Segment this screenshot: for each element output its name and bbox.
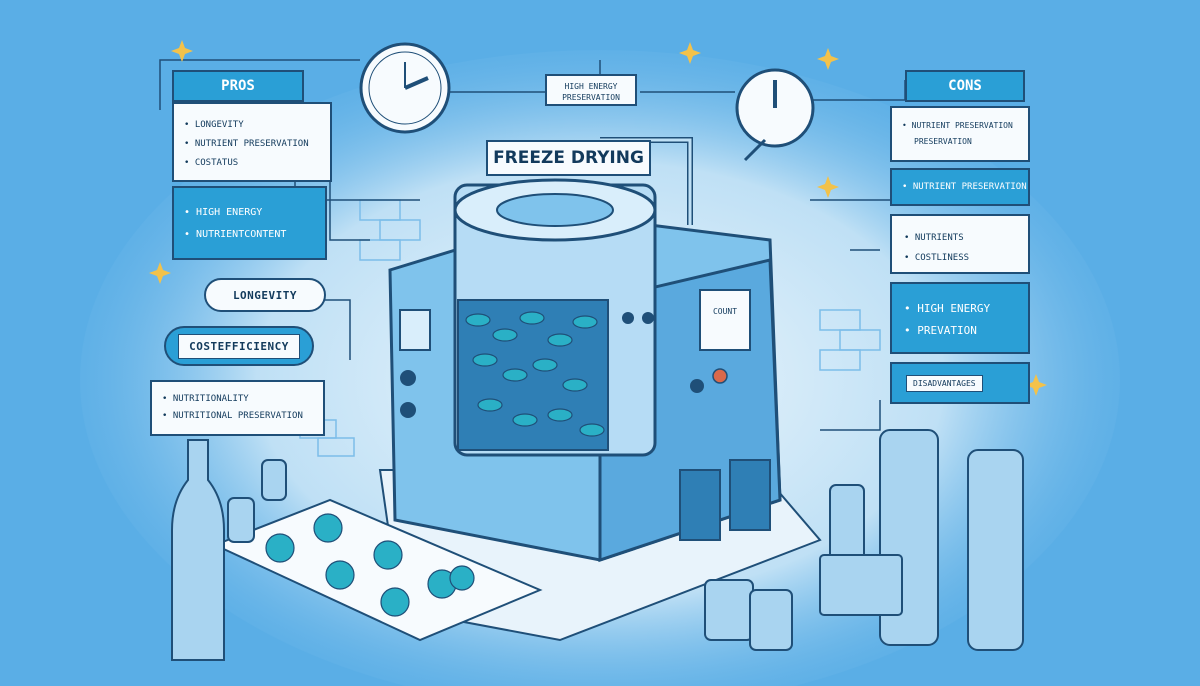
glass-bottles: [171, 439, 287, 661]
cons-list-b: NUTRIENT PRESERVATION: [890, 168, 1030, 206]
pros-list-a: LONGEVITY NUTRIENT PRESERVATION COSTATUS: [172, 102, 332, 182]
leaf-icon: [465, 311, 605, 437]
clock-icon: [359, 42, 451, 134]
clock-icon: [735, 68, 815, 162]
cons-list-c: NUTRIENTS COSTLINESS: [890, 214, 1030, 274]
pros-pill-longevity: LONGEVITY: [204, 278, 326, 312]
pros-list-c: NUTRITIONALITY NUTRITIONAL PRESERVATION: [150, 380, 325, 436]
pros-item: COSTATUS: [184, 154, 320, 173]
cons-list-d: HIGH ENERGY PREVATION: [890, 282, 1030, 354]
main-title: FREEZE DRYING: [486, 140, 651, 176]
top-callout-line: HIGH ENERGY: [564, 82, 618, 91]
pros-list-b: HIGH ENERGY NUTRIENTCONTENT: [172, 186, 327, 260]
storage-containers: [704, 429, 1024, 651]
control-screen-label: COUNT: [713, 307, 737, 316]
cons-item: PRESERVATION: [914, 137, 972, 146]
cons-item: NUTRIENTS: [904, 228, 1016, 248]
control-screen: [699, 289, 751, 351]
cons-item: NUTRIENT PRESERVATION: [902, 182, 1027, 192]
drying-tray: [212, 498, 543, 642]
cons-item: NUTRIENT PRESERVATION: [902, 118, 1018, 134]
leaf-icon: [265, 513, 475, 617]
cons-item: COSTLINESS: [904, 248, 1016, 268]
pros-item: NUTRIENT PRESERVATION: [184, 135, 320, 154]
pros-pill-cost: COSTEFFICIENCY: [164, 326, 314, 366]
pros-item: NUTRIENTCONTENT: [184, 224, 315, 246]
pros-header: PROS: [172, 70, 304, 102]
pros-item: NUTRITIONALITY: [162, 391, 313, 408]
pros-item: NUTRITIONAL PRESERVATION: [162, 408, 313, 425]
top-callout: HIGH ENERGY PRESERVATION: [545, 74, 637, 106]
cons-item: HIGH ENERGY: [904, 298, 1016, 320]
top-callout-line: PRESERVATION: [562, 93, 620, 102]
cons-list-e: DISADVANTAGES: [890, 362, 1030, 404]
cons-item: PREVATION: [904, 320, 1016, 342]
pros-item: HIGH ENERGY: [184, 202, 315, 224]
cons-item: DISADVANTAGES: [906, 374, 983, 392]
connector-lines: [159, 59, 906, 431]
sparkle-icon: [149, 40, 1047, 396]
pros-pill-cost-label: COSTEFFICIENCY: [178, 333, 300, 359]
pros-item: LONGEVITY: [184, 116, 320, 135]
cons-header: CONS: [905, 70, 1025, 102]
freeze-dryer-machine: COUNT: [388, 137, 782, 563]
cons-list-a: NUTRIENT PRESERVATION PRESERVATION: [890, 106, 1030, 162]
